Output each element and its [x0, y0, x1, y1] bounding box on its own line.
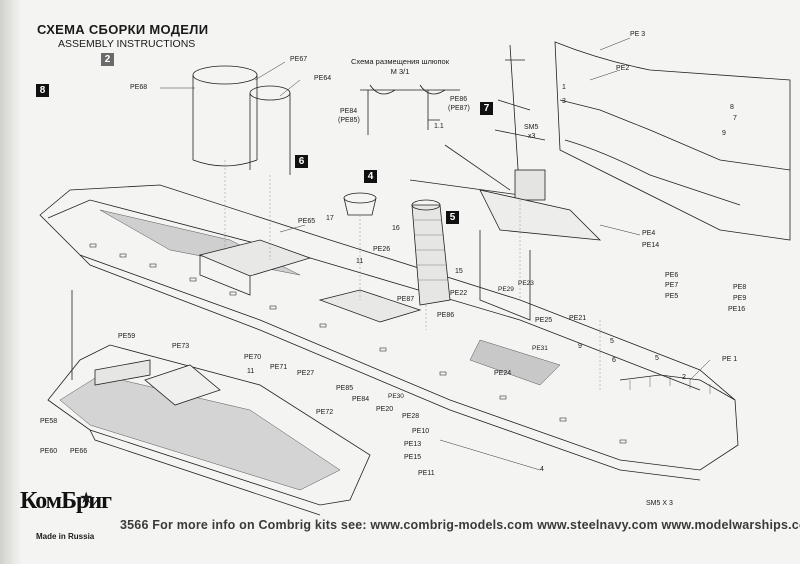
label-3: 3 — [562, 98, 566, 105]
boats-inset-scale: М 3/1 — [390, 67, 410, 76]
label-pe1: PE 1 — [722, 356, 738, 363]
label-pe15: PE15 — [404, 454, 422, 461]
lower-hull-outline — [47, 344, 371, 506]
label-pe4: PE4 — [642, 230, 656, 237]
label-pe85: PE85 — [336, 385, 354, 392]
label-pe59: PE59 — [118, 333, 136, 340]
label-pe28: PE28 — [402, 413, 420, 420]
step-marker-5: 5 — [446, 211, 459, 224]
boats-left-sub: (PE85) — [338, 117, 360, 124]
tower-top — [192, 65, 258, 85]
label-pe5: PE5 — [665, 293, 679, 300]
label-8: 8 — [730, 104, 734, 111]
label-pe2: PE2 — [616, 65, 630, 72]
logo-brand: КомБриг — [20, 488, 112, 514]
label-pe87: PE87 — [397, 296, 415, 303]
combrig-logo: КомБриг ★ Made in Russia — [20, 488, 112, 558]
label-9-deck: 9 — [578, 343, 582, 350]
title-russian: СХЕМА СБОРКИ МОДЕЛИ — [37, 22, 209, 37]
label-pe73: PE73 — [172, 343, 190, 350]
label-pe67: PE67 — [290, 56, 308, 63]
title-english: ASSEMBLY INSTRUCTIONS — [58, 38, 196, 50]
label-pe23: PE23 — [518, 280, 534, 287]
label-pe65: PE65 — [298, 218, 316, 225]
star-icon: ★ — [79, 490, 94, 507]
label-pe8: PE8 — [733, 284, 747, 291]
label-pe22: PE22 — [450, 290, 468, 297]
label-pe10: PE10 — [412, 428, 430, 435]
label-5: 5 — [610, 338, 614, 345]
footer-websites: 3566 For more info on Combrig kits see: … — [120, 518, 800, 532]
label-pe21: PE21 — [569, 315, 587, 322]
label-pe71: PE71 — [270, 364, 288, 371]
label-pe11: PE11 — [418, 470, 435, 477]
label-pe70: PE70 — [244, 354, 262, 361]
superstructure-block — [198, 239, 312, 277]
label-pe14: PE14 — [642, 242, 660, 249]
step-marker-8: 8 — [36, 84, 49, 97]
label-pe24: PE24 — [494, 370, 512, 377]
label-6: 6 — [612, 357, 616, 364]
mast — [494, 44, 546, 201]
label-pe68: PE68 — [130, 84, 148, 91]
label-5-bow: 5 — [655, 355, 659, 362]
label-pe72: PE72 — [316, 409, 334, 416]
label-pe25: PE25 — [535, 317, 553, 324]
label-pe31: PE31 — [532, 345, 548, 352]
boats-left-label: PE84 — [340, 108, 358, 115]
boats-dimension: 1.1 — [434, 123, 444, 130]
label-pe9: PE9 — [733, 295, 747, 302]
label-2: 2 — [682, 374, 686, 381]
label-pe58: PE58 — [40, 418, 58, 425]
label-4: 4 — [540, 466, 544, 473]
label-pe30: PE30 — [388, 393, 404, 400]
step-marker-7: 7 — [480, 102, 493, 115]
boats-right-sub: (PE87) — [448, 105, 470, 112]
boats-inset-lines — [360, 84, 460, 135]
label-9: 9 — [722, 130, 726, 137]
step-marker-2: 2 — [101, 53, 114, 66]
label-pe60: PE60 — [40, 448, 58, 455]
label-sm5-top: SM5 — [524, 124, 539, 131]
label-x3-top: x3 — [528, 133, 536, 140]
label-pe16: PE16 — [728, 306, 746, 313]
label-pe27: PE27 — [297, 370, 315, 377]
label-17: 17 — [326, 215, 334, 222]
step-marker-4: 4 — [364, 170, 377, 183]
label-pe13: PE13 — [404, 441, 422, 448]
label-1: 1 — [562, 84, 566, 91]
label-pe3: PE 3 — [630, 31, 646, 38]
label-pe66: PE66 — [70, 448, 88, 455]
bow-railing — [619, 374, 736, 401]
boats-right-label: PE86 — [450, 96, 468, 103]
label-pe84: PE84 — [352, 396, 370, 403]
label-pe26: PE26 — [373, 246, 391, 253]
label-15: 15 — [455, 268, 463, 275]
label-pe86: PE86 — [437, 312, 455, 319]
bow-hull-upper — [554, 41, 791, 241]
label-sm5-bottom: SM5 X 3 — [646, 500, 673, 507]
step-marker-6: 6 — [295, 155, 308, 168]
label-11-lower: 11 — [247, 368, 255, 375]
boats-inset-title: Схема размещения шлюпок — [351, 57, 449, 66]
main-hull-outline — [39, 184, 739, 471]
platform-4 — [343, 192, 377, 204]
label-pe20: PE20 — [376, 406, 394, 413]
label-pe64: PE64 — [314, 75, 332, 82]
label-pe7: PE7 — [665, 282, 679, 289]
label-7: 7 — [733, 115, 737, 122]
label-11: 11 — [356, 258, 364, 265]
label-pe29: PE29 — [498, 286, 514, 293]
page-edge-shadow — [0, 0, 22, 564]
logo-made-in: Made in Russia — [36, 532, 95, 541]
label-pe6: PE6 — [665, 272, 679, 279]
label-16: 16 — [392, 225, 400, 232]
